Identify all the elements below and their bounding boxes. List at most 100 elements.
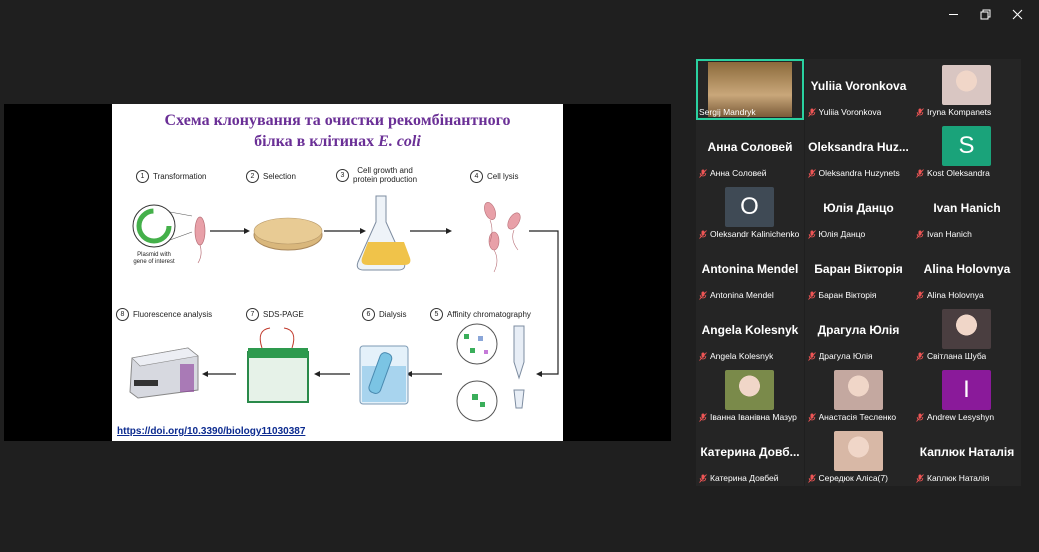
mic-muted-icon [916,473,924,483]
bacterium-icon [194,216,206,246]
close-button[interactable] [1001,4,1033,24]
mic-muted-icon [807,290,816,300]
mic-muted-icon [916,107,924,117]
participant-name-label: Kost Oleksandra [916,168,1019,178]
participant-tile[interactable]: I Andrew Lesyshyn [913,364,1021,425]
participant-name: Анна Соловей [710,168,767,178]
restore-icon [980,9,990,19]
mic-muted-icon [916,412,924,422]
presentation-slide: Схема клонування та очистки рекомбінантн… [112,104,563,441]
participant-name-label: Драгула Юлія [807,351,911,361]
participant-display-name: Ivan Hanich [933,201,1001,215]
mic-muted-icon [916,290,924,300]
participant-name-label: Юлія Данцо [807,229,911,239]
participant-video [708,62,792,117]
participant-name: Світлана Шуба [927,351,987,361]
participant-tile[interactable]: Іванна Іванівна Мазур [696,364,804,425]
chromatography-icon [456,323,498,365]
minimize-button[interactable] [937,4,969,24]
participant-name-label: Баран Вікторія [807,290,911,300]
slide-title: Схема клонування та очистки рекомбінантн… [164,112,511,150]
participant-name-label: Іванна Іванівна Мазур [699,412,802,422]
participant-tile[interactable]: Катерина Довб...Катерина Довбей [696,425,804,486]
restore-button[interactable] [969,4,1001,24]
participant-name-label: Alina Holovnya [916,290,1019,300]
participant-name-label: Катерина Довбей [699,473,802,483]
minimize-icon [948,13,958,15]
avatar: I [942,370,991,410]
avatar [833,370,883,410]
participant-display-name: Alina Holovnya [923,262,1011,276]
participant-display-name: Каплюк Наталія [919,445,1015,459]
participant-name-label: Ivan Hanich [916,229,1019,239]
participant-name: Alina Holovnya [927,290,984,300]
mic-muted-icon [699,412,707,422]
mic-muted-icon [699,168,707,178]
mic-muted-icon [699,473,707,483]
participant-tile[interactable]: Середюк Аліса(7) [804,425,913,486]
mic-muted-icon [807,107,816,117]
participant-name-label: Каплюк Наталія [916,473,1019,483]
doi-link[interactable]: https://doi.org/10.3390/biology11030387 [117,426,306,437]
participant-name-label: Antonina Mendel [699,290,802,300]
gel-icon [247,351,309,403]
participant-name-label: Yuliia Voronkova [807,107,911,117]
shared-screen: Схема клонування та очистки рекомбінантн… [4,104,671,441]
mic-muted-icon [916,168,924,178]
mic-muted-icon [807,412,816,422]
participant-display-name: Юлія Данцо [823,201,894,215]
participant-name: Юлія Данцо [818,229,866,239]
participant-tile[interactable]: Анастасія Тесленко [804,364,913,425]
avatar [833,431,883,471]
mic-muted-icon [807,473,816,483]
participant-name: Angela Kolesnyk [710,351,774,361]
participant-tile[interactable]: Світлана Шуба [913,303,1021,364]
mic-muted-icon [699,290,707,300]
participant-tile[interactable]: Sergij Mandryk [696,59,804,120]
mic-muted-icon [807,351,816,361]
participant-tile[interactable]: Oleksandra Huz... Oleksandra Huzynets [804,120,913,181]
mic-muted-icon [699,351,707,361]
window-controls [937,4,1033,24]
participant-name-label: Світлана Шуба [916,351,1019,361]
participant-name: Oleksandra Huzynets [818,168,900,178]
participant-display-name: Драгула Юлія [817,323,900,337]
participant-name: Iryna Kompanets [927,107,992,117]
close-icon [1012,9,1022,19]
participant-name: Oleksandr Kalinichenko [710,229,800,239]
participant-tile[interactable]: Iryna Kompanets [913,59,1021,120]
avatar [725,370,774,410]
participant-name-label: Анна Соловей [699,168,802,178]
participant-display-name: Yuliia Voronkova [810,79,907,93]
participant-name: Баран Вікторія [818,290,877,300]
avatar [942,65,991,105]
participant-name: Andrew Lesyshyn [927,412,995,422]
mic-muted-icon [807,229,816,239]
mic-muted-icon [916,229,924,239]
participant-name: Sergij Mandryk [699,107,756,117]
participant-display-name: Баран Вікторія [814,262,903,276]
participant-name: Іванна Іванівна Мазур [710,412,797,422]
participant-name: Катерина Довбей [710,473,779,483]
participant-display-name: Oleksandra Huz... [808,140,909,154]
